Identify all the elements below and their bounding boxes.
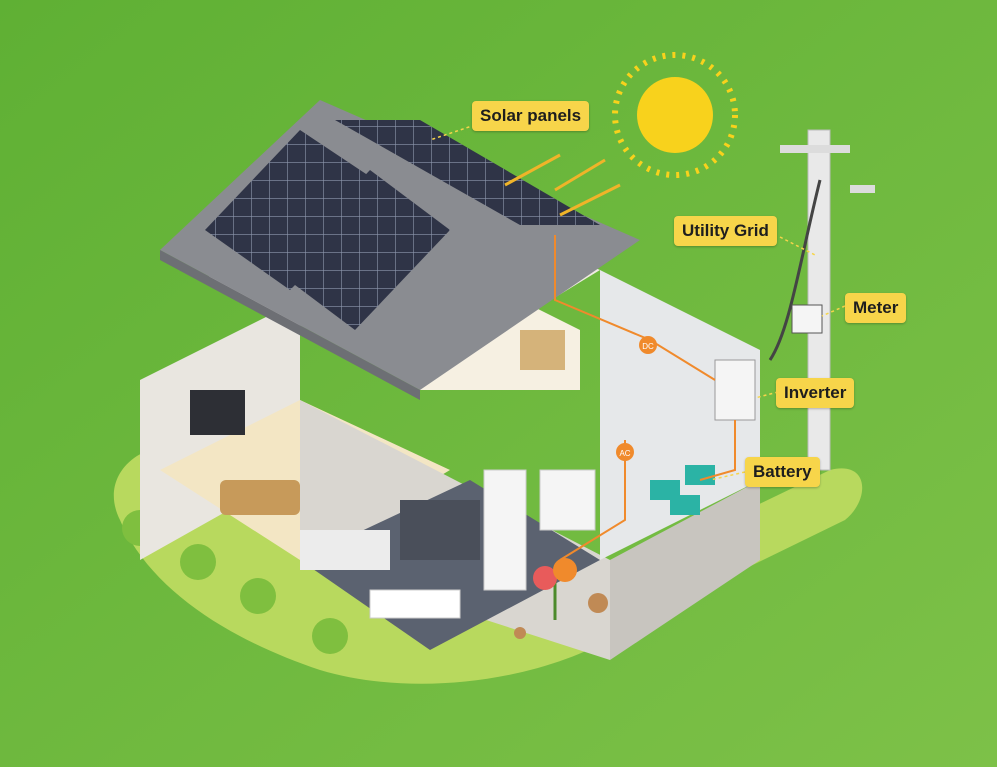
wire-ac (559, 440, 626, 561)
label-inverter: Inverter (776, 378, 855, 408)
house-right-wall (610, 480, 760, 660)
stove (400, 500, 480, 560)
sun-arrow (559, 183, 621, 217)
dc-connector-icon (639, 336, 657, 354)
flower-icon (533, 558, 577, 620)
sun-arrow (504, 153, 561, 187)
inverter-box (714, 359, 756, 421)
solar-panel (335, 120, 600, 225)
battery-unit (685, 465, 715, 485)
sun-arrow (554, 158, 606, 192)
label-solar-panels: Solar panels (472, 101, 590, 131)
leader-line-utility-grid (779, 236, 816, 256)
battery-bank (650, 465, 715, 515)
solar-panel (275, 170, 450, 330)
rock (514, 627, 526, 639)
battery-unit (670, 495, 700, 515)
leader-line-inverter (754, 391, 779, 399)
dc-connector-text: DC (642, 342, 654, 351)
wire-dc (554, 235, 716, 381)
fridge (483, 469, 527, 591)
washing-machine (539, 469, 596, 531)
sun-ray-arrows (504, 153, 621, 217)
shrub (312, 618, 348, 654)
ac-connector-icon (616, 443, 634, 461)
solar-panel-array (205, 120, 600, 330)
meter-box (791, 304, 823, 334)
wire-battery (699, 420, 736, 481)
dining-table (369, 589, 461, 619)
rock (588, 593, 608, 613)
sun-icon (612, 52, 738, 178)
label-utility-grid: Utility Grid (674, 216, 777, 246)
sofa (220, 480, 300, 515)
wiring (554, 235, 736, 561)
shrub (240, 578, 276, 614)
leader-line-meter (821, 305, 846, 317)
ac-connector-text: AC (619, 449, 630, 458)
tv (190, 390, 245, 435)
label-meter: Meter (845, 293, 907, 323)
shrub (180, 544, 216, 580)
desk (520, 330, 565, 370)
kitchen-counter (300, 530, 390, 570)
label-battery: Battery (745, 457, 820, 487)
roof-edge (160, 250, 420, 400)
solar-panel (205, 130, 390, 290)
leader-lines (429, 124, 846, 481)
leader-line-solar-panels (429, 124, 476, 141)
